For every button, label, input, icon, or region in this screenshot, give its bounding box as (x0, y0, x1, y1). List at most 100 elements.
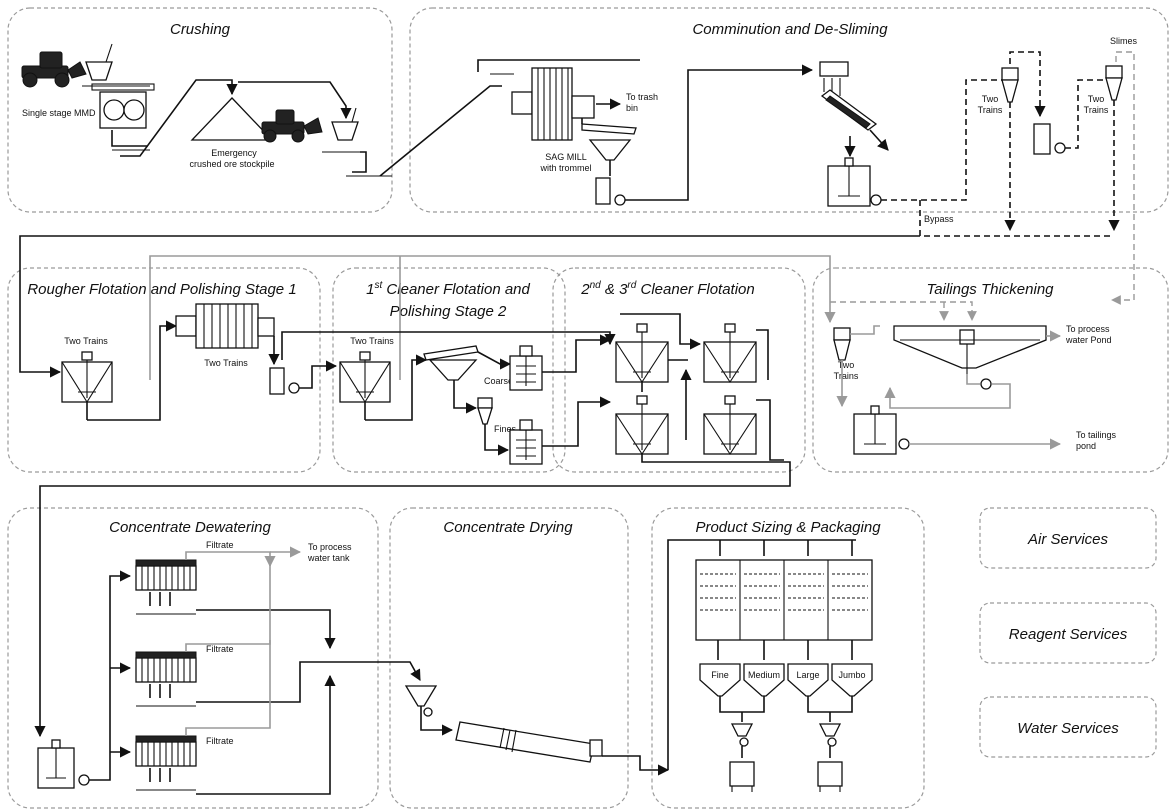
flow-fines (484, 424, 510, 456)
flow-screen-oversize (869, 129, 889, 151)
cleaner3-cell-bottom-icon (703, 395, 757, 456)
bin-fine-icon (699, 663, 741, 697)
flow-to-cyclone-2 (1065, 79, 1106, 149)
flow-coarse-to-2nd (542, 334, 612, 373)
label-single-stage-mmd: Single stage MMD (22, 108, 96, 118)
flow-to-reclaim (238, 81, 352, 120)
label-process-water-pond-1: To process (1066, 324, 1110, 334)
label-bypass: Bypass (924, 214, 954, 224)
flow-cyclone-1-overflow (1009, 51, 1046, 118)
label-tt-two: Two (838, 360, 855, 370)
title-rougher: Rougher Flotation and Polishing Stage 1 (27, 281, 296, 298)
filter-press-3-icon (135, 735, 197, 782)
cleaner3-cell-top-icon (703, 323, 757, 384)
area-reagent-services (979, 602, 1157, 664)
tailings-tank-icon (853, 405, 910, 455)
flow-cyclone-to-thickener (850, 325, 880, 335)
title-dewatering: Concentrate Dewatering (109, 519, 271, 536)
label-two-trains-c1-b: Trains (978, 105, 1003, 115)
flow-to-dryer-hopper (330, 661, 421, 681)
coarse-regrind-icon (509, 345, 543, 391)
label-water-services: Water Services (1017, 720, 1119, 737)
flow-mmd-out (111, 130, 148, 147)
title-cleaner-1-line2: Polishing Stage 2 (390, 303, 507, 320)
flow-to-packaging (667, 539, 856, 770)
cyclone-1-icon (1001, 67, 1019, 103)
fines-regrind-icon (509, 419, 543, 465)
label-trash-1: To trash (626, 92, 658, 102)
feed-hopper-icon (85, 43, 113, 81)
flow-cake-2 (196, 661, 330, 703)
flow-to-filter-1 (89, 570, 132, 781)
thickener-icon (893, 325, 1047, 374)
flow-bins-merge-1 (719, 696, 765, 713)
sag-screen-icon (581, 123, 637, 135)
polishing-mill-1-icon (175, 303, 275, 349)
area-rougher (7, 267, 321, 473)
flow-slimes (1111, 51, 1135, 305)
flow-to-bins (717, 640, 853, 660)
label-air-services: Air Services (1027, 531, 1109, 548)
label-reagent-services: Reagent Services (1009, 626, 1128, 643)
pump-box-1-icon (595, 177, 626, 206)
tailings-cyclone-icon (833, 327, 851, 361)
title-drying: Concentrate Drying (443, 519, 573, 536)
label-slimes: Slimes (1110, 36, 1138, 46)
flow-to-dewatering (34, 461, 791, 738)
cleaner2-cell-top-icon (615, 323, 669, 384)
fines-cyclone-icon (477, 397, 493, 425)
title-cleaner-23: 2nd & 3rd Cleaner Flotation (580, 280, 754, 298)
flow-tails-main (149, 255, 836, 380)
area-crushing (7, 7, 393, 213)
dryer-hopper-icon (404, 685, 438, 717)
flow-filtrate-2 (185, 560, 271, 652)
label-filtrate-3: Filtrate (206, 736, 234, 746)
label-bin-fine: Fine (711, 670, 729, 680)
polishing-screen-2-icon (423, 345, 479, 361)
deslime-tank-icon (827, 157, 882, 207)
bin-jumbo-icon (831, 663, 873, 697)
cleaner2-cell-bottom-icon (615, 395, 669, 456)
stockpile-icon (190, 97, 274, 141)
flow-to-fines-cyclone (453, 380, 478, 414)
area-air-services (979, 507, 1157, 569)
label-bin-medium: Medium (748, 670, 780, 680)
flow-cleaner-recirc-top (620, 313, 702, 350)
pump-box-2-icon (269, 367, 300, 395)
sump-2-icon (1033, 123, 1066, 155)
label-two-trains-mill: Two Trains (204, 358, 248, 368)
flow-reclaim-out (352, 151, 367, 173)
bin-medium-icon (743, 663, 785, 697)
mmd-sizer-icon (91, 83, 155, 129)
flow-to-bagging (741, 712, 831, 722)
flow-c3-bottom-out (756, 399, 784, 461)
rougher-cell-icon (61, 351, 113, 420)
flow-rougher-conc (87, 320, 178, 421)
flow-to-sag (379, 85, 502, 177)
bagging-unit-2-icon (817, 723, 843, 792)
area-water-services (979, 696, 1157, 758)
label-two-trains-c1-a: Two (982, 94, 999, 104)
flow-to-cleaner (299, 360, 338, 389)
area-drying (389, 507, 629, 809)
title-crushing: Crushing (170, 21, 231, 38)
label-emergency-1: Emergency (211, 148, 257, 158)
cyclone-sump-icon (588, 139, 632, 176)
flow-coarse (477, 351, 512, 370)
area-cleaner-23 (552, 267, 806, 473)
label-two-trains-c2-a: Two (1088, 94, 1105, 104)
bagging-unit-1-icon (729, 723, 755, 792)
label-sag-1: SAG MILL (545, 152, 587, 162)
flow-c2-bottom-out (641, 454, 720, 463)
flow-to-cyclone-1 (881, 79, 1004, 201)
cyclone-2-icon (1105, 65, 1123, 101)
label-emergency-2: crushed ore stockpile (189, 159, 274, 169)
label-fines: Fines (494, 424, 517, 434)
flow-dryer-out (602, 755, 670, 776)
sag-mill-icon (511, 67, 595, 141)
area-tailings (812, 267, 1169, 473)
flow-cake-3 (196, 674, 336, 795)
filter-press-2-icon (135, 651, 197, 698)
wheel-loader-icon (21, 51, 87, 88)
